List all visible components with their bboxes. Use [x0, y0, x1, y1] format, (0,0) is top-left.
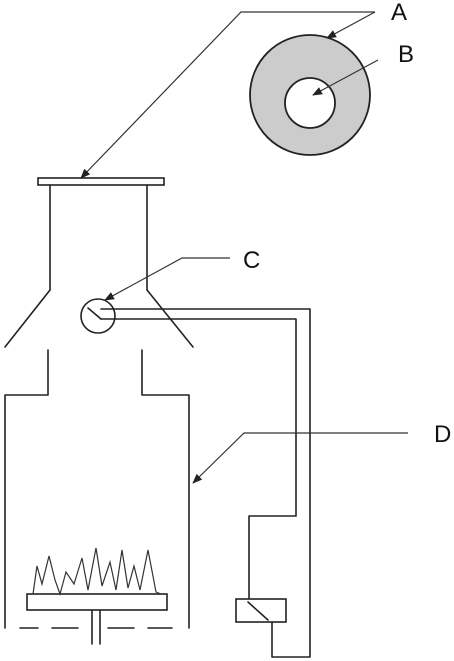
label-d: D	[434, 421, 451, 448]
label-a: A	[391, 0, 407, 26]
top-plate	[37, 177, 165, 186]
leader-lines	[80, 11, 408, 484]
burner-plate	[26, 593, 168, 611]
probe-and-tubing	[80, 298, 311, 658]
ring-hole	[284, 77, 336, 129]
ring-top-view	[249, 34, 371, 156]
label-b: B	[398, 41, 414, 68]
burner	[26, 547, 168, 645]
meter-box	[235, 598, 287, 623]
label-c: C	[243, 247, 260, 274]
flame	[32, 547, 162, 596]
combustion-chamber	[4, 349, 190, 629]
